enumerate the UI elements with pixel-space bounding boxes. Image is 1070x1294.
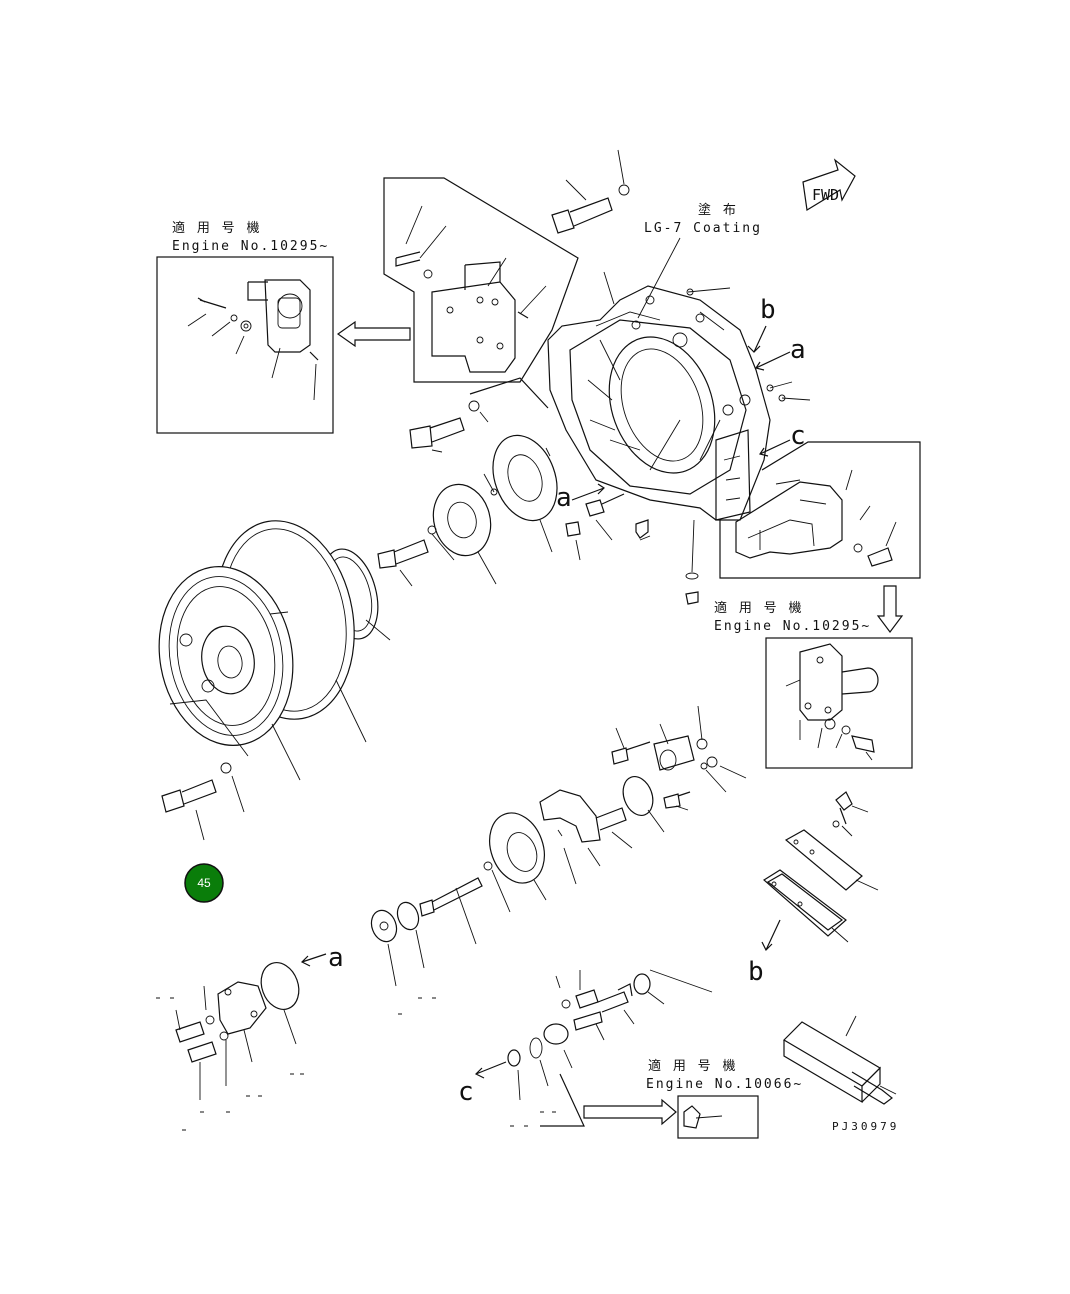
applied-jp-label-2: 適 用 号 機 — [714, 600, 803, 616]
fwd-label: FWD — [812, 186, 839, 204]
blank-labels — [156, 997, 556, 1131]
bolt-small-1 — [377, 539, 429, 587]
view-letter-c-2: c — [458, 1077, 474, 1107]
part-number-45-marker[interactable]: 45 — [184, 863, 224, 903]
flywheel — [158, 566, 301, 781]
adapter-ring — [483, 434, 558, 553]
upper-bracket — [395, 205, 547, 373]
arrow-b-2 — [761, 919, 781, 952]
bolt-mid — [409, 377, 549, 453]
cover-plate-lower — [175, 962, 300, 1100]
arrow-left-1 — [336, 320, 411, 348]
engine-no-label-2: Engine No.10295~ — [714, 619, 871, 634]
flywheel-housing — [547, 285, 771, 521]
bolt-top — [551, 149, 630, 234]
view-letter-b-1: b — [760, 295, 776, 325]
bracket-group-outline — [383, 177, 579, 383]
pump-drive-parts — [611, 705, 747, 833]
view-letter-b-2: b — [748, 957, 764, 987]
bolt-lower-left — [161, 762, 245, 841]
coupling-disk — [427, 483, 497, 585]
coating-jp-label: 塗 布 — [698, 202, 738, 218]
arrow-a-2 — [571, 483, 605, 501]
coating-label: LG-7 Coating — [644, 221, 762, 236]
arrow-c-1 — [759, 439, 791, 457]
inset-lower — [677, 1095, 759, 1139]
gear-plate — [483, 812, 577, 913]
arrow-b-1 — [747, 325, 767, 353]
lower-middle-parts — [507, 969, 713, 1101]
view-letter-c-1: c — [790, 421, 806, 451]
arrow-right-lower — [583, 1098, 677, 1126]
view-letter-a-1: a — [790, 335, 806, 365]
view-letter-a-3: a — [328, 943, 344, 973]
inset-top-left — [156, 256, 334, 434]
long-shaft-bolt — [370, 877, 483, 987]
engine-no-label-3: Engine No.10066~ — [646, 1077, 803, 1092]
cover-half — [539, 789, 633, 867]
arrow-c-2 — [474, 1061, 507, 1079]
forward-arrow: FWD — [802, 158, 856, 211]
coating-leader — [637, 237, 681, 319]
view-letter-a-2: a — [556, 483, 572, 513]
drive-shaft — [783, 1015, 897, 1105]
engine-no-label-1: Engine No.10295~ — [172, 239, 329, 254]
applied-jp-label-3: 適 用 号 機 — [648, 1058, 737, 1074]
arrow-a-3 — [300, 953, 327, 967]
arrow-down-1 — [876, 585, 904, 633]
arrow-a-1 — [755, 351, 791, 371]
applied-jp-label-1: 適 用 号 機 — [172, 220, 261, 236]
small-parts-housing — [565, 493, 699, 605]
part-number-45-label: 45 — [197, 876, 211, 890]
bracket-lines-lower — [540, 1073, 585, 1127]
leaders-housing — [603, 271, 811, 573]
inset-right-bracket — [719, 441, 921, 579]
drawing-reference: PJ30979 — [832, 1120, 899, 1133]
cover-plates-right — [762, 791, 879, 943]
inset-right — [765, 637, 913, 769]
